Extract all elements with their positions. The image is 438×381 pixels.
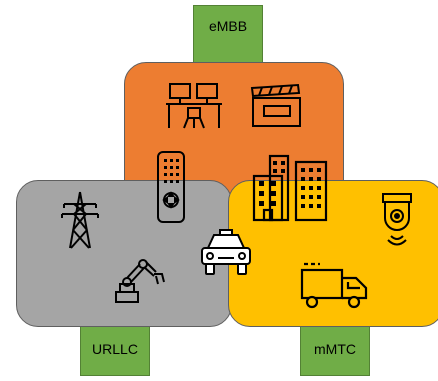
embb-label: eMBB [208,18,248,34]
robot-arm-icon [115,259,165,303]
car-icon [201,229,251,275]
urllc-label: URLLC [92,341,138,357]
embb-label-box: eMBB [193,5,263,63]
sensor-icon [382,193,412,246]
office-desk-icon [166,83,222,129]
power-tower-icon [61,191,99,249]
mmtc-label-box: mMTC [300,318,370,376]
city-buildings-icon [252,154,328,222]
urllc-label-box: URLLC [80,318,150,376]
mmtc-label: mMTC [314,341,356,357]
remote-control-icon [157,151,185,223]
clapperboard-icon [250,83,301,127]
delivery-truck-icon [300,262,368,309]
